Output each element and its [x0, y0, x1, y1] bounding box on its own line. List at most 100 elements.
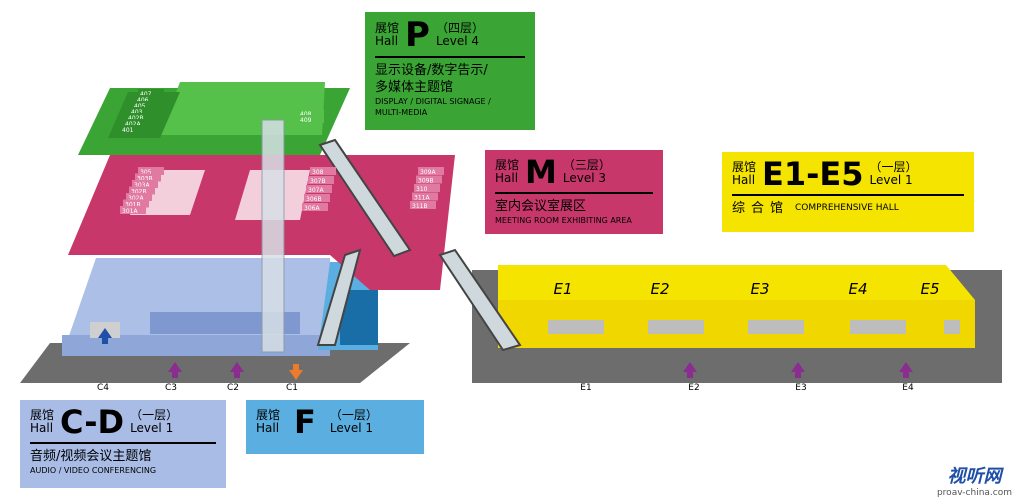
room-label-l3-bg [132, 180, 158, 188]
hall-cd-desc-en: AUDIO / VIDEO CONFERENCING [30, 466, 157, 475]
room-label-l3-bg [306, 185, 332, 193]
hall-p-rule [375, 56, 525, 58]
elevator-tower [261, 119, 285, 353]
hall-f-cn: 展馆 [256, 408, 281, 422]
room-label-l3: 302A [128, 195, 144, 202]
hall-e-letter: E1-E5 [762, 155, 864, 193]
room-label-l3-bg [412, 192, 438, 201]
hall-e-rule [732, 194, 964, 196]
e-hall-name: E2 [650, 280, 669, 298]
callout-hall-e: 展馆 Hall E1-E5 （一层） Level 1 综合馆 COMPREHEN… [722, 152, 974, 232]
room-label-l3-bg [126, 193, 152, 201]
room-label-l4-bg [126, 113, 152, 121]
room-label-l4: 401 [122, 127, 134, 134]
hall-cd-level: Level 1 [130, 421, 174, 435]
hall-cd-hall: Hall [30, 421, 54, 435]
room-label-l3: 311A [414, 195, 430, 202]
room-label-l3: 306A [304, 205, 320, 212]
hall-m-desc-en: MEETING ROOM EXHIBITING AREA [495, 216, 632, 225]
room-label-l3-bg [414, 184, 440, 192]
hall-f-letter: F [294, 403, 316, 441]
room-label-l3-bg [129, 186, 155, 195]
room-label-l3-bg [310, 167, 336, 175]
hall-e-desc-en: COMPREHENSIVE HALL [795, 203, 899, 213]
e-hall-name: E5 [920, 280, 939, 298]
hall-e-level-cn: （一层） [869, 160, 918, 174]
hall-e-desc-cn: 综合馆 [732, 201, 790, 216]
room-label-l3: 306B [306, 196, 322, 203]
room-label-l4-bg [138, 89, 164, 97]
room-label-l3: 309B [418, 178, 434, 185]
entrance-label: C3 [165, 383, 177, 393]
hall-p-cn: 展馆 [375, 21, 400, 35]
e-hall-name: E3 [750, 280, 769, 298]
hall-p-level: Level 4 [435, 34, 480, 48]
room-label-l4-bg [129, 107, 155, 115]
room-label-l4-bg [135, 95, 161, 103]
room-label-l3-bg [304, 194, 330, 202]
hall-cd-desc-cn: 音频/视频会议主题馆 [30, 449, 152, 464]
room-label-l3-bg [410, 201, 436, 209]
room-label-l3: 311B [412, 203, 428, 210]
room-label-l3: 305 [140, 169, 152, 176]
entrance-label: E1 [580, 383, 591, 393]
room-label-l3: 302B [131, 189, 147, 196]
hall-cd-rule [30, 442, 216, 444]
room-label-l4-bg [123, 119, 149, 127]
hall-e-hall: Hall [732, 173, 756, 187]
room-label-l4-bg [120, 125, 146, 133]
room-label-l3: 310 [416, 186, 428, 193]
room-label-l3-bg [123, 199, 149, 208]
watermark-url: proav-china.com [936, 488, 1012, 498]
entrance-arrows-cd [98, 328, 303, 380]
escalator-m-e [438, 248, 522, 352]
room-label-l3-bg [120, 206, 146, 214]
room-label-l3: 307A [308, 187, 324, 194]
room-label-l4: 408 [300, 111, 312, 118]
callout-hall-f: 展馆 Hall F （一层） Level 1 [246, 400, 424, 454]
hall-f-level-cn: （一层） [329, 408, 378, 422]
room-label-l3: 309A [420, 169, 436, 176]
watermark: 视听网 proav-china.com [937, 462, 1012, 498]
hall-cd-cn: 展馆 [30, 408, 55, 422]
entrance-label: E4 [902, 383, 914, 393]
room-label-l3: 307B [310, 178, 326, 185]
entrance-arrows-e [683, 362, 913, 378]
entrance-label: E3 [795, 383, 806, 393]
hall-e-level: Level 1 [869, 173, 913, 187]
hall-e-front [498, 300, 975, 348]
hall-m-level-cn: （三层） [562, 158, 611, 172]
room-label-l4-bg [132, 101, 158, 109]
room-label-l3-bg [138, 167, 164, 175]
hall-p-desc-en-1: DISPLAY / DIGITAL SIGNAGE / [375, 97, 491, 106]
room-label-l3: 301B [125, 202, 141, 209]
hall-e-cn: 展馆 [732, 160, 757, 174]
hall-p-desc-cn-1: 显示设备/数字告示/ [375, 63, 488, 78]
hall-f-hall: Hall [256, 421, 280, 435]
room-label-l4: 406 [137, 97, 149, 104]
entrance-label: C1 [286, 383, 298, 393]
hall-cd-level-cn: （一层） [130, 408, 179, 422]
hall-p-desc-cn-2: 多媒体主题馆 [375, 80, 454, 95]
hall-f-level: Level 1 [329, 421, 373, 435]
hall-e-top [498, 265, 975, 300]
callout-hall-cd: 展馆 Hall C-D （一层） Level 1 音频/视频会议主题馆 AUDI… [20, 400, 226, 488]
escalator-p-m [318, 138, 412, 258]
hall-m-letter: M [525, 153, 557, 191]
hall-m-hall: Hall [495, 171, 519, 185]
room-label-l3: 303A [134, 182, 150, 189]
hall-p-level-cn: （四层） [435, 21, 484, 35]
hall-m-desc-cn: 室内会议室展区 [495, 199, 587, 214]
room-label-l4: 405 [134, 103, 146, 110]
entrance-label: C4 [97, 383, 109, 393]
room-label-l4: 409 [300, 117, 312, 124]
hall-m-level: Level 3 [562, 171, 606, 185]
room-label-l4-bg [298, 109, 324, 117]
hall-e-entry-boxes [548, 320, 960, 334]
